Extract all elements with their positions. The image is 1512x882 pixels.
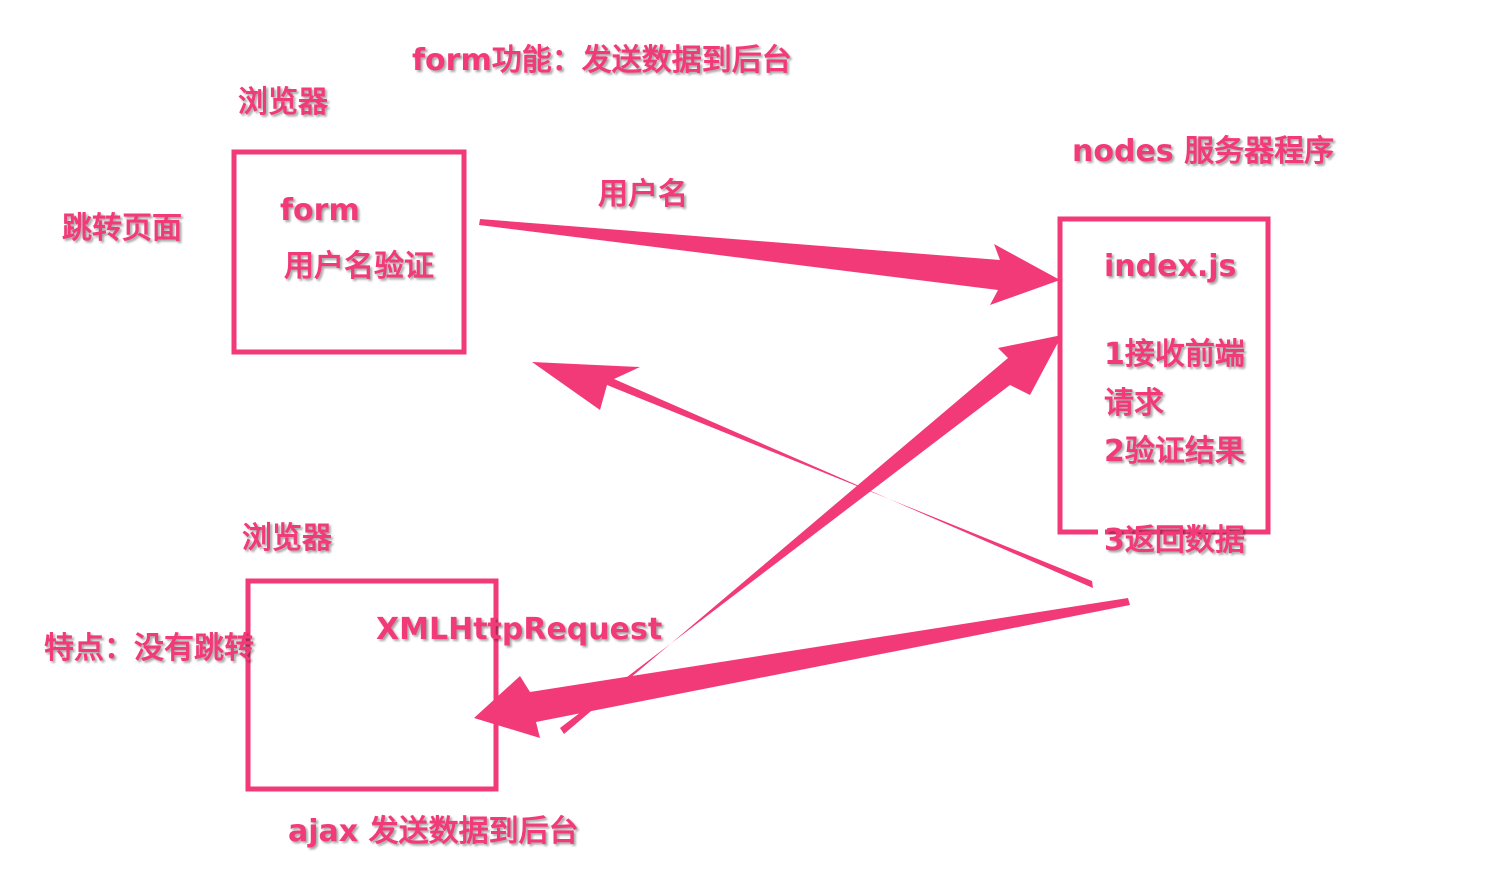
label-browser-top: 浏览器: [238, 85, 328, 120]
arrow-form-to-server: [479, 219, 1060, 305]
label-username: 用户名: [598, 177, 688, 212]
server-box: [1057, 216, 1271, 535]
arrow-xhr-to-server: [560, 335, 1062, 734]
label-index-js: index.js: [1104, 249, 1237, 284]
browser-box-bottom: [245, 578, 499, 792]
label-feature-no-jump: 特点：没有跳转: [44, 631, 254, 666]
label-step2: 2验证结果: [1104, 434, 1245, 469]
arrow-server-to-xhr: [474, 598, 1130, 738]
label-ajax-send: ajax 发送数据到后台: [288, 814, 579, 849]
label-browser-bottom: 浏览器: [242, 521, 332, 556]
label-server-title: nodes 服务器程序: [1072, 134, 1335, 169]
label-step3: 3返回数据: [1104, 523, 1245, 558]
browser-box-top: [231, 149, 467, 355]
label-username-validate: 用户名验证: [284, 249, 434, 284]
label-xhr: XMLHttpRequest: [376, 612, 663, 647]
arrow-server-to-form: [532, 362, 1093, 588]
label-jump-page: 跳转页面: [62, 211, 182, 246]
label-form-feature: form功能：发送数据到后台: [412, 43, 792, 78]
label-step1-a: 1接收前端: [1104, 337, 1245, 372]
label-step1-b: 请求: [1104, 386, 1164, 421]
label-form: form: [280, 193, 360, 228]
